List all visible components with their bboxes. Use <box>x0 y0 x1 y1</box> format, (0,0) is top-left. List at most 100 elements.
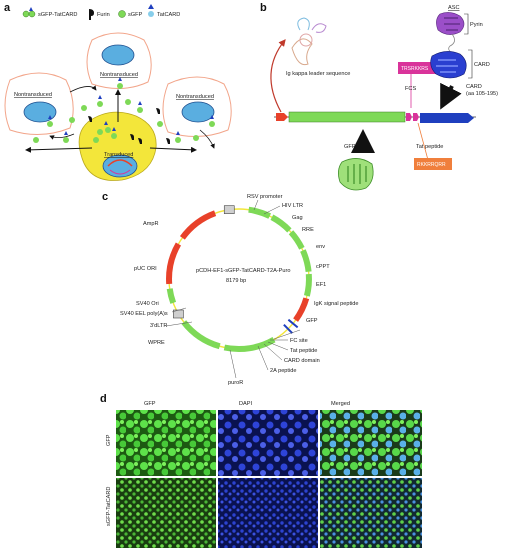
plasmid-features <box>166 205 312 352</box>
col-merged-label: Merged <box>331 401 350 407</box>
ig-kappa-icon <box>291 17 327 66</box>
cell-top-nontransduced: Nontransduced <box>86 32 152 89</box>
sgfp-tatcard-icon <box>22 10 30 18</box>
legend-sgfp-tatcard: sGFP-TatCARD <box>38 12 77 18</box>
card-range-label: CARD <box>466 84 482 90</box>
tat-seq-text: RKKRRQRR <box>417 162 446 168</box>
pyrin-structure-icon <box>436 12 469 35</box>
tatcard-base-icon <box>148 11 154 17</box>
col-dapi-label: DAPI <box>239 401 253 407</box>
cell-left-label: Nontransduced <box>14 92 52 98</box>
panel-a-legend: sGFP-TatCARD Furin sGFP TatCARD <box>22 4 180 20</box>
label-ampr: AmpR <box>143 221 159 227</box>
label-igk: IgK signal peptide <box>314 301 358 307</box>
fcs-segment-2 <box>413 113 419 121</box>
plasmid-leader-lines <box>165 199 301 379</box>
ampr-arc <box>179 210 217 240</box>
cell-right-label: Nontransduced <box>176 94 214 100</box>
card-structure-icon <box>430 49 473 79</box>
panel-a: a sGFP-TatCARD Furin sGFP TatCARD Nontra… <box>4 2 232 181</box>
panel-a-arrows <box>25 85 215 153</box>
furin-icon <box>89 9 94 20</box>
cppt-arc <box>300 249 312 273</box>
label-card: CARD domain <box>284 358 320 364</box>
image-gfp-merged <box>320 410 422 476</box>
label-3dltr: 3'dLTR <box>150 323 167 329</box>
panel-d: d GFP DAPI Merged GFP sGFP-TatCARD <box>100 393 423 549</box>
card-range-label-2: (aa 105-195) <box>466 91 498 97</box>
fc-site-mark <box>287 318 299 329</box>
igk-arc <box>293 297 310 322</box>
label-puror: puroR <box>228 380 243 386</box>
plasmid-name: pCDH-EF1-sGFP-TatCARD-T2A-Puro <box>196 268 290 274</box>
card-domain-mark <box>283 323 293 334</box>
sgfp-tatcard-icon-2 <box>28 10 36 18</box>
label-fc: FC site <box>290 338 308 344</box>
sv40-arc <box>166 288 177 304</box>
label-ef1: EF1 <box>316 282 326 288</box>
gfp-segment <box>288 111 406 123</box>
panel-d-label: d <box>100 393 107 405</box>
gfp-structure-icon <box>338 129 375 191</box>
puror-arc <box>223 336 276 352</box>
label-puc: pUC ORI <box>134 266 157 272</box>
legend-tatcard: TatCARD <box>157 12 180 18</box>
cell-transduced-label: Transduced <box>104 152 133 158</box>
panel-c-label: c <box>102 191 108 203</box>
label-cppt: cPPT <box>316 264 330 270</box>
trsrkkrs-box <box>398 62 436 74</box>
label-rsv: RSV promoter <box>247 194 283 200</box>
label-sv40ori: SV40 Ori <box>136 301 159 307</box>
env-arc <box>288 230 305 250</box>
panel-a-label: a <box>4 2 11 14</box>
col-gfp-label: GFP <box>144 401 156 407</box>
puc-arc <box>166 242 182 285</box>
label-tat: Tat peptide <box>290 348 317 354</box>
tatcard-marker-icon <box>29 7 33 11</box>
panel-b: b Ig kappa leader sequence GFP <box>260 2 498 191</box>
card-segment <box>420 113 474 123</box>
asc-label: ASC <box>448 5 460 11</box>
card-label: CARD <box>474 62 490 68</box>
panel-a-particles <box>33 77 215 144</box>
label-t2a: 2A peptide <box>270 368 296 374</box>
fcs-segment <box>406 113 412 121</box>
label-env: env <box>316 244 325 250</box>
plasmid-size: 8179 bp <box>226 278 246 284</box>
row-sgfp-label: sGFP-TatCARD <box>106 487 112 526</box>
tatcard-icon <box>148 4 154 9</box>
construct-bar <box>274 111 476 123</box>
legend-furin: Furin <box>97 12 110 18</box>
image-sgfp-dapi <box>218 478 318 548</box>
rsv-promoter-arc <box>223 205 235 214</box>
ef1-arc <box>303 273 312 297</box>
cell-left-nontransduced: Nontransduced <box>4 72 74 135</box>
tat-peptide-label: Tat peptide <box>416 144 443 150</box>
legend-sgfp: sGFP <box>128 12 143 18</box>
signal-segment <box>276 113 288 121</box>
gag-arc <box>248 206 272 219</box>
panel-b-label: b <box>260 2 267 14</box>
image-gfp-dapi <box>218 410 318 476</box>
cell-top-label: Nontransduced <box>100 72 138 78</box>
image-gfp-gfp <box>116 410 216 476</box>
card-arrow <box>440 82 462 110</box>
trsrkkrs-text: TRSRKKRS <box>401 66 429 72</box>
ig-kappa-label: Ig kappa leader sequence <box>286 71 350 77</box>
label-hiv-ltr: HIV LTR <box>282 203 303 209</box>
label-sv40ees: SV40 EEL poly(A)s <box>120 311 168 317</box>
gfp-label: GFP <box>344 144 356 150</box>
fcs-label: FCS <box>405 86 416 92</box>
sgfp-icon <box>118 10 126 18</box>
label-gfp: GFP <box>306 318 318 324</box>
ig-kappa-arrow <box>270 39 286 113</box>
label-gag: Gag <box>292 215 303 221</box>
label-wpre: WPRE <box>148 340 165 346</box>
cell-right-nontransduced: Nontransduced <box>162 76 232 137</box>
cell-transduced: Transduced <box>78 111 157 181</box>
label-rre: RRE <box>302 227 314 233</box>
image-sgfp-gfp <box>116 478 216 548</box>
tat-seq-box <box>414 158 452 170</box>
